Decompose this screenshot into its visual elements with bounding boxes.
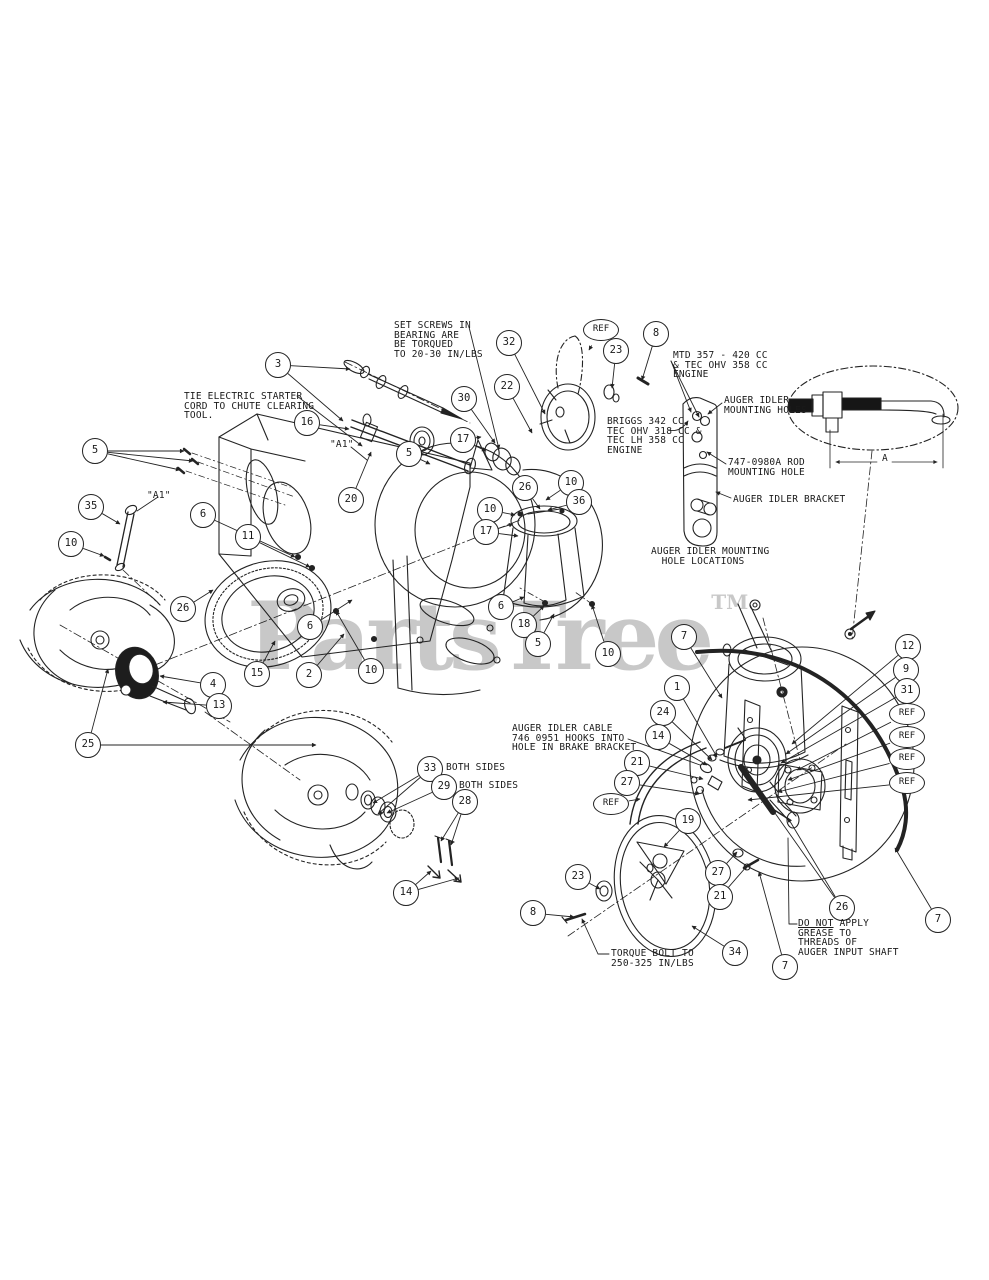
friction-disc [204,560,332,668]
auger-pulley-belt [539,335,596,451]
impeller-assembly [561,599,915,958]
auger-rake-right [234,709,399,870]
trademark-symbol: TM [711,589,749,614]
auger-gearbox [115,646,301,781]
bearing-washer-hardware [345,783,462,883]
auger-housing [154,413,603,696]
idler-rod-inset [787,365,959,641]
chute-crank-shaft [343,359,476,475]
annotation-leaders [136,326,798,955]
idler-bracket-detail [682,397,718,547]
chute-clearing-tool [103,447,296,606]
